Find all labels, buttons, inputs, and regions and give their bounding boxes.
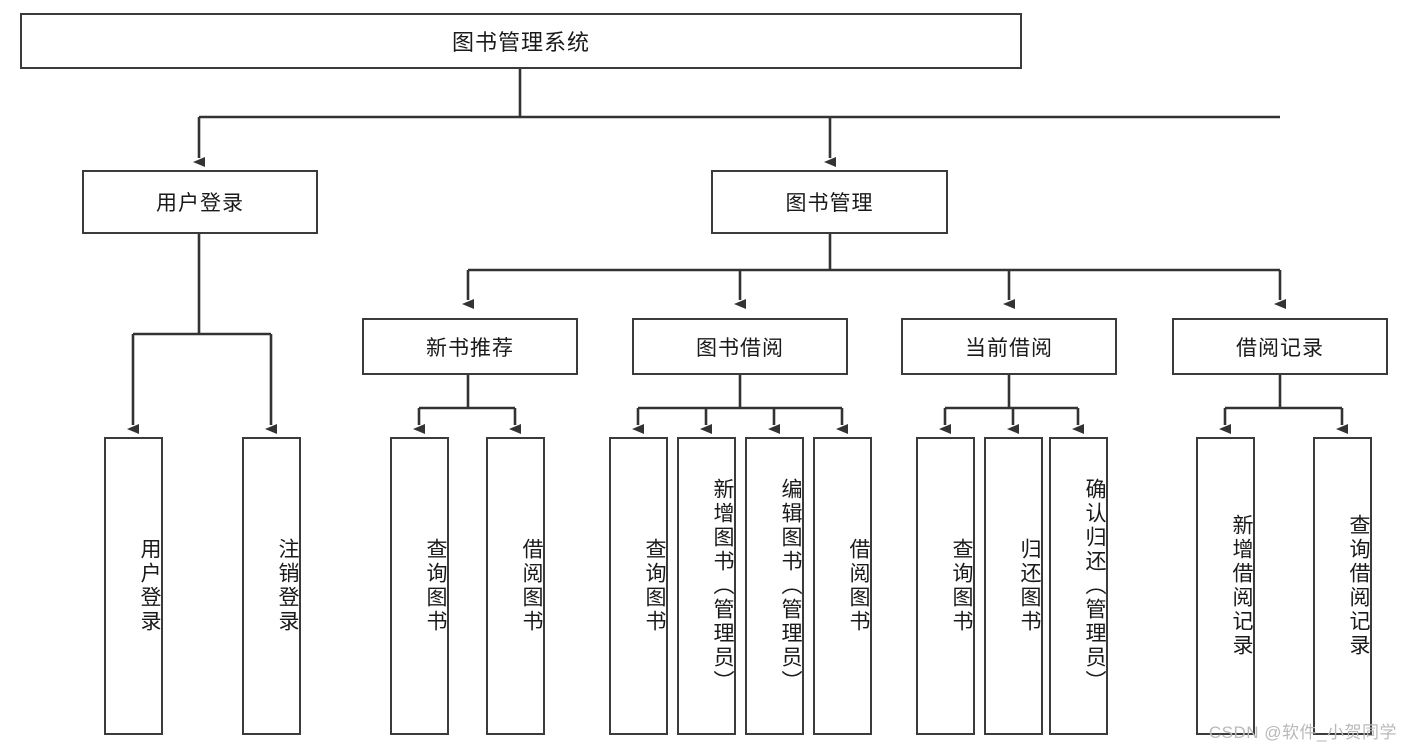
node-new-book-recommend[interactable]: 新书推荐 — [362, 318, 578, 375]
node-label: 图书管理系统 — [451, 30, 590, 55]
leaf-logout[interactable]: 注销登录 — [242, 437, 301, 735]
node-label: 注销登录 — [276, 538, 299, 634]
node-label: 查询借阅记录 — [1347, 514, 1370, 658]
node-current-borrow[interactable]: 当前借阅 — [901, 318, 1117, 375]
node-label: 新增借阅记录 — [1230, 514, 1253, 658]
leaf-confirm-return-admin[interactable]: 确认归还（管理员） — [1049, 437, 1108, 735]
node-label: 当前借阅 — [965, 336, 1053, 360]
node-user-login[interactable]: 用户登录 — [82, 170, 318, 234]
leaf-user-login[interactable]: 用户登录 — [104, 437, 163, 735]
leaf-return-book[interactable]: 归还图书 — [984, 437, 1043, 735]
node-label: 借阅图书 — [520, 538, 543, 634]
leaf-add-borrow-record[interactable]: 新增借阅记录 — [1196, 437, 1255, 735]
node-label: 查询图书 — [643, 538, 666, 634]
leaf-query-borrow-record[interactable]: 查询借阅记录 — [1313, 437, 1372, 735]
leaf-add-book-admin[interactable]: 新增图书（管理员） — [677, 437, 736, 735]
leaf-current-query-book[interactable]: 查询图书 — [916, 437, 975, 735]
node-label: 图书管理 — [785, 192, 874, 215]
leaf-edit-book-admin[interactable]: 编辑图书（管理员） — [745, 437, 804, 735]
watermark: CSDN @软件_小贺同学 — [1208, 723, 1397, 742]
node-label: 查询图书 — [424, 538, 447, 634]
node-label: 图书借阅 — [696, 336, 784, 360]
node-label: 确认归还（管理员） — [1083, 478, 1106, 694]
node-label: 借阅记录 — [1236, 336, 1324, 360]
leaf-borrow-book[interactable]: 借阅图书 — [813, 437, 872, 735]
node-label: 编辑图书（管理员） — [779, 478, 802, 694]
leaf-new-book-query[interactable]: 查询图书 — [390, 437, 449, 735]
node-label: 借阅图书 — [847, 538, 870, 634]
node-label: 用户登录 — [138, 538, 161, 634]
node-label: 用户登录 — [156, 192, 244, 215]
leaf-new-book-borrow[interactable]: 借阅图书 — [486, 437, 545, 735]
leaf-borrow-query-book[interactable]: 查询图书 — [609, 437, 668, 735]
node-root-book-management-system[interactable]: 图书管理系统 — [20, 13, 1022, 69]
node-label: 新书推荐 — [426, 336, 514, 360]
node-borrow-record[interactable]: 借阅记录 — [1172, 318, 1388, 375]
node-label: 新增图书（管理员） — [711, 478, 734, 694]
node-label: 查询图书 — [950, 538, 973, 634]
node-book-borrow[interactable]: 图书借阅 — [632, 318, 848, 375]
node-book-management[interactable]: 图书管理 — [711, 170, 948, 234]
node-label: 归还图书 — [1018, 538, 1041, 634]
